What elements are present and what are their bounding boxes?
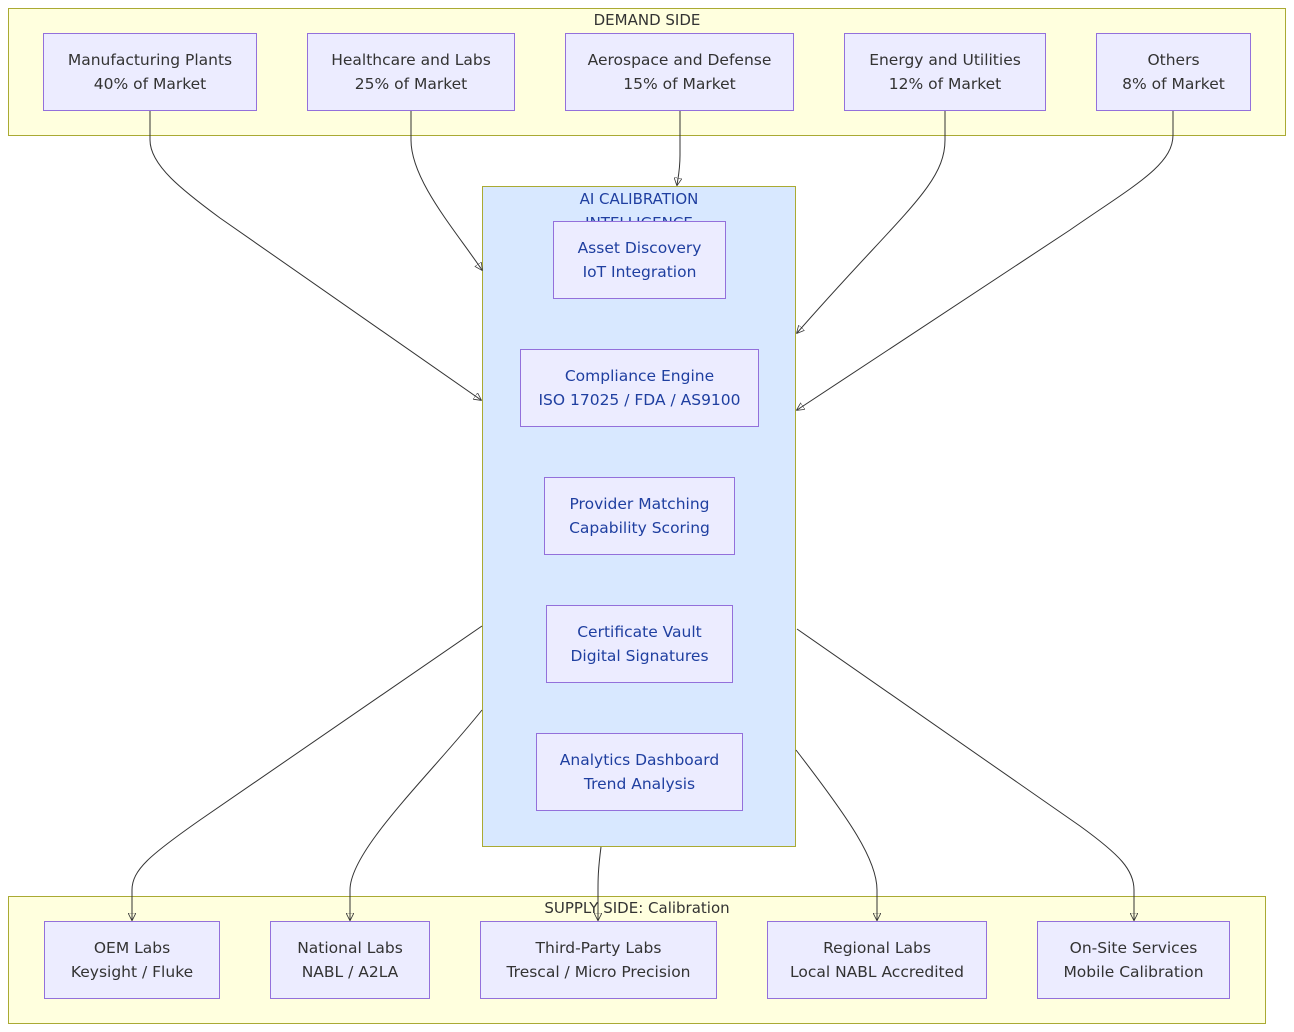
edge-ai-to-on-site-services bbox=[796, 628, 1134, 920]
edge-ai-to-regional-labs bbox=[795, 749, 877, 920]
edge-others-to-ai bbox=[797, 111, 1174, 410]
node-title: Certificate Vault bbox=[577, 623, 702, 641]
node-title: Provider Matching bbox=[569, 495, 710, 513]
ai-node-certificate-vault: Certificate Vault Digital Signatures bbox=[546, 605, 733, 683]
supply-node-oem-labs: OEM Labs Keysight / Fluke bbox=[44, 921, 220, 999]
node-subtitle: Mobile Calibration bbox=[1063, 963, 1204, 981]
edge-energy-to-ai bbox=[797, 111, 946, 333]
node-subtitle: Digital Signatures bbox=[570, 647, 709, 665]
demand-node-others: Others 8% of Market bbox=[1096, 33, 1251, 111]
node-title: Analytics Dashboard bbox=[559, 751, 720, 769]
ai-title-line1: AI CALIBRATION bbox=[579, 190, 699, 208]
demand-node-energy: Energy and Utilities 12% of Market bbox=[844, 33, 1046, 111]
ai-node-provider-matching: Provider Matching Capability Scoring bbox=[544, 477, 735, 555]
node-subtitle: Trend Analysis bbox=[583, 775, 696, 793]
node-title: National Labs bbox=[297, 939, 403, 957]
node-subtitle: 40% of Market bbox=[93, 75, 207, 93]
node-title: Energy and Utilities bbox=[869, 51, 1021, 69]
node-title: Regional Labs bbox=[823, 939, 931, 957]
edge-ai-to-oem-labs bbox=[132, 625, 483, 920]
supply-node-national-labs: National Labs NABL / A2LA bbox=[270, 921, 430, 999]
node-title: Asset Discovery bbox=[577, 239, 702, 257]
node-subtitle: 12% of Market bbox=[888, 75, 1002, 93]
node-subtitle: 25% of Market bbox=[354, 75, 468, 93]
node-title: Aerospace and Defense bbox=[587, 51, 772, 69]
edge-healthcare-to-ai bbox=[410, 111, 482, 270]
supply-node-on-site-services: On-Site Services Mobile Calibration bbox=[1037, 921, 1230, 999]
node-title: Others bbox=[1147, 51, 1200, 69]
node-subtitle: 8% of Market bbox=[1122, 75, 1225, 93]
node-title: Compliance Engine bbox=[564, 367, 715, 385]
node-subtitle: ISO 17025 / FDA / AS9100 bbox=[538, 391, 741, 409]
ai-node-asset-discovery: Asset Discovery IoT Integration bbox=[553, 221, 726, 299]
demand-node-aerospace: Aerospace and Defense 15% of Market bbox=[565, 33, 794, 111]
node-subtitle: NABL / A2LA bbox=[301, 963, 399, 981]
edge-ai-to-third-party-labs bbox=[598, 846, 601, 920]
ai-node-compliance-engine: Compliance Engine ISO 17025 / FDA / AS91… bbox=[520, 349, 759, 427]
edge-aerospace-to-ai bbox=[677, 111, 680, 185]
supply-side-title: SUPPLY SIDE: Calibration bbox=[544, 899, 730, 917]
ai-title-line2: INTELLIGENCE bbox=[585, 214, 693, 223]
ai-node-analytics-dashboard: Analytics Dashboard Trend Analysis bbox=[536, 733, 743, 811]
node-title: Healthcare and Labs bbox=[331, 51, 491, 69]
demand-node-healthcare: Healthcare and Labs 25% of Market bbox=[307, 33, 515, 111]
node-subtitle: IoT Integration bbox=[582, 263, 697, 281]
demand-side-title: DEMAND SIDE bbox=[593, 11, 701, 29]
node-subtitle: Trescal / Micro Precision bbox=[506, 963, 691, 981]
node-subtitle: Keysight / Fluke bbox=[70, 963, 194, 981]
supply-node-regional-labs: Regional Labs Local NABL Accredited bbox=[767, 921, 987, 999]
node-subtitle: 15% of Market bbox=[623, 75, 736, 93]
ai-cluster-title: AI CALIBRATION INTELLIGENCE bbox=[483, 187, 795, 223]
node-title: OEM Labs bbox=[93, 939, 171, 957]
node-subtitle: Capability Scoring bbox=[569, 519, 710, 537]
supply-node-third-party-labs: Third-Party Labs Trescal / Micro Precisi… bbox=[480, 921, 717, 999]
node-title: On-Site Services bbox=[1069, 939, 1198, 957]
edge-ai-to-national-labs bbox=[350, 709, 483, 920]
node-title: Third-Party Labs bbox=[535, 939, 662, 957]
node-subtitle: Local NABL Accredited bbox=[789, 963, 965, 981]
edge-manufacturing-to-ai bbox=[149, 111, 481, 400]
demand-node-manufacturing: Manufacturing Plants 40% of Market bbox=[43, 33, 257, 111]
node-title: Manufacturing Plants bbox=[67, 51, 233, 69]
